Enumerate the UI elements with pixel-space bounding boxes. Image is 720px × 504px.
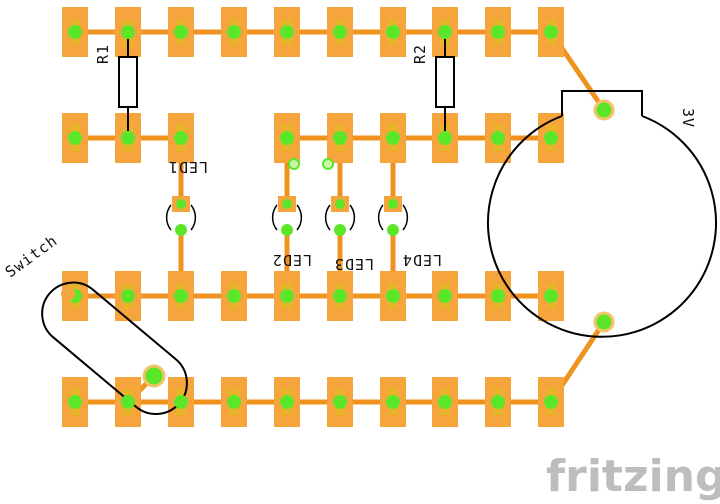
led4-body: [377, 196, 409, 236]
battery-terminal: [593, 99, 615, 121]
via: [280, 289, 294, 303]
led3-body: [324, 196, 356, 236]
led-icon: [377, 204, 384, 231]
led-anode: [282, 199, 292, 209]
led-icon: [402, 204, 409, 231]
via: [491, 289, 505, 303]
led2-body: [271, 196, 303, 236]
led-cathode: [281, 224, 293, 236]
via: [544, 25, 558, 39]
via: [68, 131, 82, 145]
via: [544, 131, 558, 145]
via: [491, 395, 505, 409]
resistor-icon: [118, 56, 138, 108]
led-cathode: [334, 224, 346, 236]
via: [333, 25, 347, 39]
via: [121, 395, 135, 409]
led-anode: [388, 199, 398, 209]
via: [280, 25, 294, 39]
via: [322, 158, 334, 170]
via: [438, 395, 452, 409]
via: [174, 131, 188, 145]
led-icon: [324, 204, 331, 231]
via: [386, 395, 400, 409]
via-markers: [61, 25, 615, 409]
via: [227, 395, 241, 409]
coin-cell-holder-icon: [487, 115, 717, 338]
r2-label: R2: [411, 44, 429, 64]
led1-body: [165, 196, 197, 236]
via: [333, 131, 347, 145]
via: [438, 289, 452, 303]
via: [227, 25, 241, 39]
via: [386, 289, 400, 303]
led-group: [165, 196, 409, 236]
via: [174, 395, 188, 409]
led1-label: LED1: [168, 158, 208, 176]
led3-label: LED3: [334, 255, 374, 273]
r1-label: R1: [94, 44, 112, 64]
via: [491, 131, 505, 145]
via: [544, 289, 558, 303]
led4-label: LED4: [402, 251, 442, 269]
led2-label: LED2: [272, 251, 312, 269]
switch-terminal: [61, 287, 75, 301]
via: [68, 25, 82, 39]
via: [386, 131, 400, 145]
led-icon: [190, 204, 197, 231]
led-icon: [165, 204, 172, 231]
via: [333, 395, 347, 409]
via: [438, 131, 452, 145]
resistor-icon: [435, 56, 455, 108]
via: [174, 289, 188, 303]
via: [174, 25, 188, 39]
switch-label: Switch: [2, 231, 61, 281]
via: [438, 25, 452, 39]
led-anode: [335, 199, 345, 209]
via: [121, 25, 135, 39]
led-icon: [349, 204, 356, 231]
via: [333, 289, 347, 303]
via: [68, 395, 82, 409]
battery-holder: 3V: [487, 90, 717, 338]
battery-terminal: [593, 311, 615, 333]
via: [386, 25, 400, 39]
copper-traces: [72, 29, 607, 405]
led-icon: [296, 204, 303, 231]
via: [121, 289, 135, 303]
switch-terminal: [142, 364, 166, 388]
led-cathode: [175, 224, 187, 236]
via: [121, 131, 135, 145]
fritzing-logo: fritzing: [546, 451, 720, 502]
via: [544, 395, 558, 409]
led-cathode: [387, 224, 399, 236]
led-icon: [271, 204, 278, 231]
via: [288, 158, 300, 170]
battery-label: 3V: [679, 108, 697, 128]
via: [491, 25, 505, 39]
via: [280, 395, 294, 409]
via: [227, 289, 241, 303]
via: [280, 131, 294, 145]
led-anode: [176, 199, 186, 209]
